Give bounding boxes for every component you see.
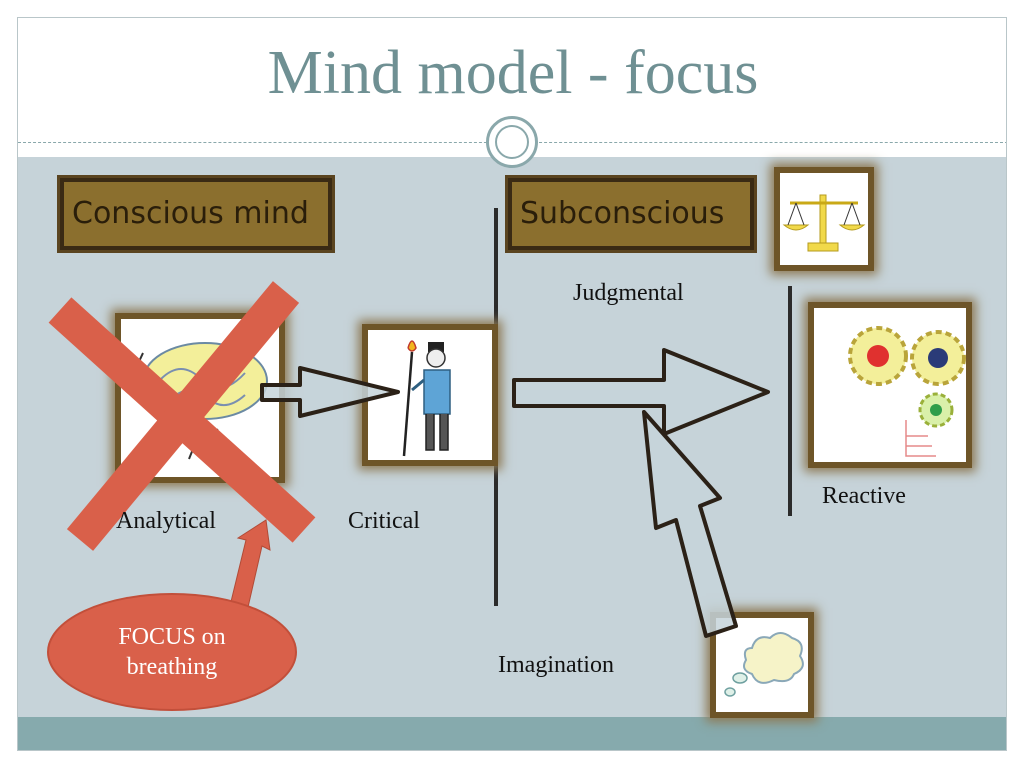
imagination-to-subconscious-arrow <box>642 410 738 638</box>
imagination-label: Imagination <box>498 652 614 678</box>
person-with-torch-icon <box>402 340 451 457</box>
footer-bar <box>18 717 1006 750</box>
reactive-divider-line <box>788 286 792 516</box>
scales-icon <box>782 194 866 252</box>
conscious-mind-label: Conscious mind <box>72 196 309 231</box>
gears-icon <box>848 326 966 457</box>
analytical-to-critical-arrow <box>260 366 400 418</box>
slide-title: Mind model - focus <box>267 39 759 107</box>
judgmental-label: Judgmental <box>573 280 684 306</box>
critical-to-reactive-arrow <box>512 348 770 436</box>
focus-callout-text: FOCUS on breathing <box>62 622 282 682</box>
focus-callout-line2: breathing <box>126 654 218 680</box>
conscious-mind-tag: Conscious mind <box>60 178 332 250</box>
analytical-label: Analytical <box>116 508 216 534</box>
thought-cloud-icon <box>724 632 804 697</box>
critical-label: Critical <box>348 508 420 534</box>
divider-ring-icon <box>486 116 538 168</box>
focus-callout-arrow <box>227 519 271 617</box>
reactive-image <box>808 302 972 468</box>
subconscious-label: Subconscious <box>520 196 725 231</box>
subconscious-tag: Subconscious <box>508 178 754 250</box>
cross-out-icon <box>48 281 316 551</box>
judgmental-image <box>774 167 874 271</box>
reactive-label: Reactive <box>822 483 906 509</box>
focus-callout-bubble <box>47 593 297 711</box>
focus-callout-line1: FOCUS on <box>118 624 226 650</box>
